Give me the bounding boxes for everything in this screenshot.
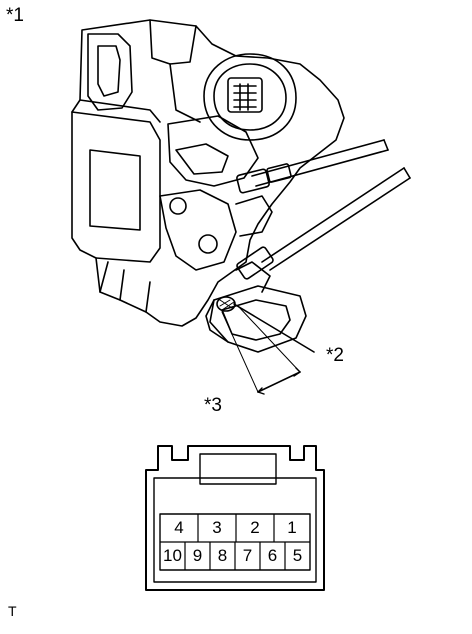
switch-housing	[203, 53, 297, 141]
pin-label: 1	[287, 518, 297, 537]
pin-label: 5	[292, 546, 303, 565]
pin-label: 10	[163, 546, 182, 565]
leader-line-2	[233, 303, 315, 353]
callout-2: *2	[326, 345, 344, 366]
upper-cable	[251, 139, 389, 187]
callout-1: *1	[6, 5, 24, 26]
pin-label: 7	[242, 546, 253, 565]
upper-cam	[87, 33, 133, 111]
footer-code: T	[8, 603, 17, 619]
lock-housing	[71, 19, 345, 327]
pin-label: 8	[217, 546, 228, 565]
connector-inner	[153, 477, 317, 583]
pin-label: 4	[174, 518, 184, 537]
terminal-block	[209, 285, 307, 353]
dimension-line	[257, 371, 301, 393]
connector-outer	[145, 445, 325, 591]
switch-window	[227, 77, 263, 113]
pin-label: 3	[212, 518, 222, 537]
pin-label: 6	[267, 546, 278, 565]
pin-label: 9	[192, 546, 203, 565]
connector-key	[199, 453, 277, 485]
linkage-plate	[167, 115, 259, 187]
body-plate	[71, 111, 161, 263]
lower-cable	[261, 167, 411, 271]
pin-label: 2	[250, 518, 260, 537]
callout-3: *3	[204, 395, 222, 416]
